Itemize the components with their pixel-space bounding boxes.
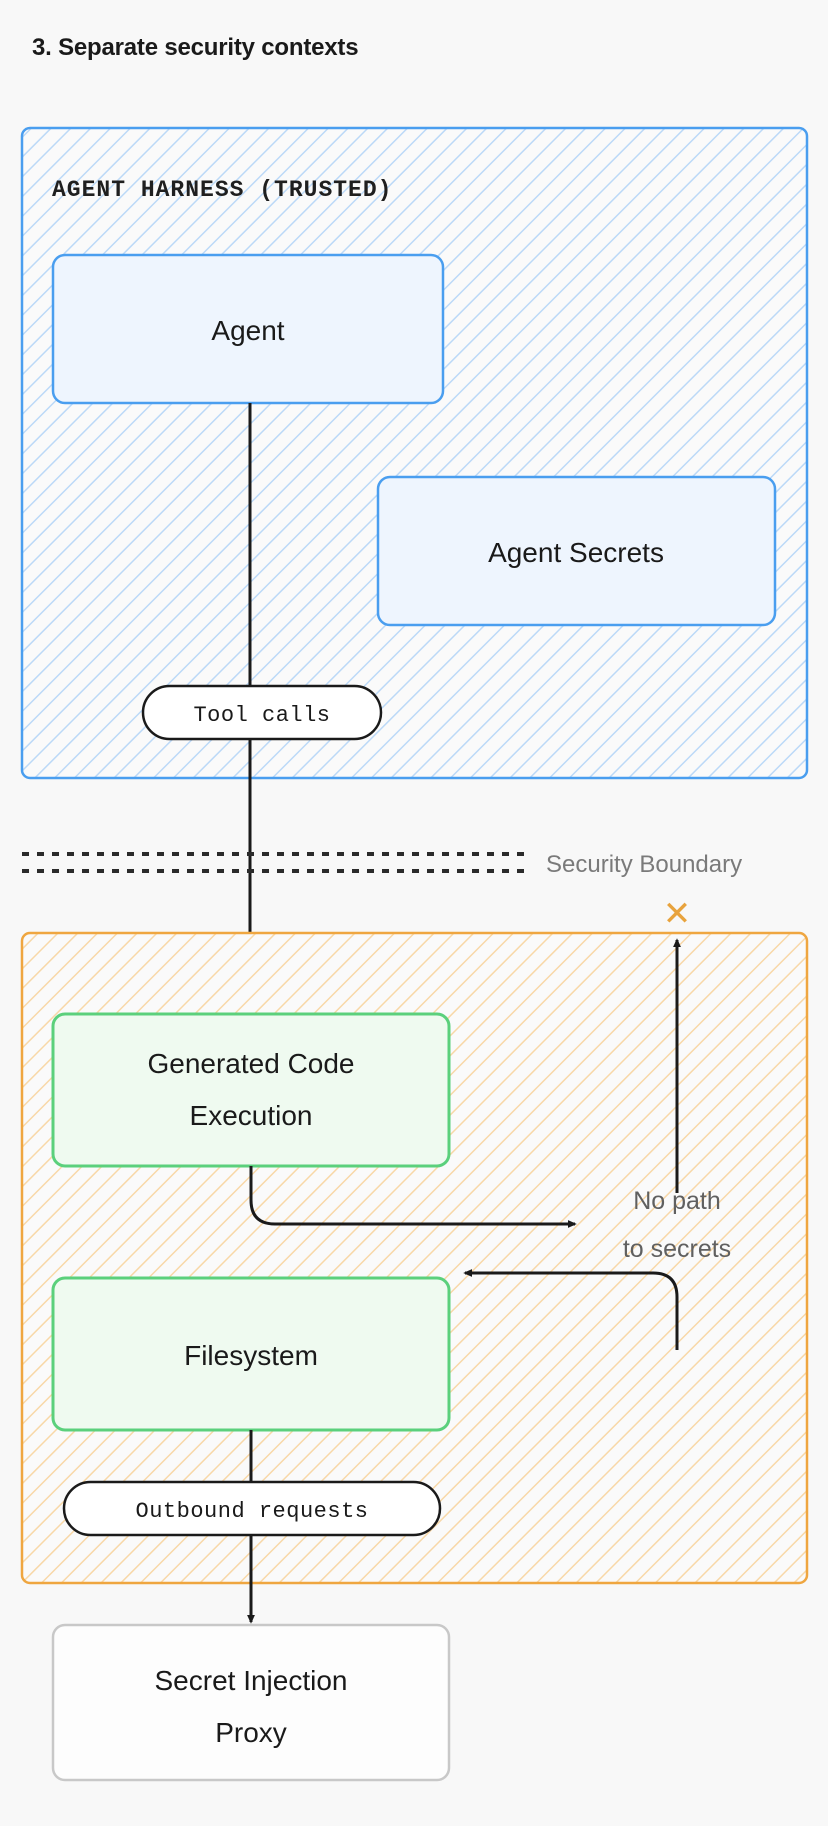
node-agent-secrets-label: Agent Secrets bbox=[488, 537, 664, 568]
trusted-zone-rect bbox=[20, 126, 809, 780]
node-agent-secrets[interactable]: Agent Secrets bbox=[376, 475, 777, 627]
edge-pill-outbound-requests: Outbound requests bbox=[62, 1480, 442, 1537]
blocked-x-icon: ✕ bbox=[663, 895, 692, 933]
edge-code-execution-outward bbox=[249, 1166, 577, 1228]
edge-blocked-to-secrets bbox=[463, 938, 681, 1350]
node-generated-code-execution-label-line1: Generated Code bbox=[147, 1048, 354, 1079]
node-generated-code-execution-rect[interactable] bbox=[51, 1012, 451, 1168]
security-boundary: Security Boundary bbox=[22, 851, 742, 878]
node-agent[interactable]: Agent bbox=[51, 253, 445, 405]
zone-agent-harness-trusted: AGENT HARNESS (TRUSTED) bbox=[20, 126, 809, 780]
node-secret-injection-proxy[interactable]: Secret Injection Proxy bbox=[51, 1623, 451, 1782]
edge-pill-tool-calls: Tool calls bbox=[141, 684, 383, 741]
node-agent-label: Agent bbox=[211, 315, 284, 346]
node-agent-rect[interactable] bbox=[51, 253, 445, 405]
edge-no-path-into-filesystem bbox=[463, 1269, 679, 1350]
node-filesystem[interactable]: Filesystem bbox=[51, 1276, 451, 1432]
annotation-no-path-to-secrets: No path to secrets bbox=[623, 1187, 731, 1263]
outbound-requests-pill-label: Outbound requests bbox=[136, 1499, 369, 1524]
security-boundary-label: Security Boundary bbox=[546, 851, 742, 878]
page-title: 3. Separate security contexts bbox=[32, 34, 359, 61]
outbound-requests-pill-rect bbox=[62, 1480, 442, 1537]
node-secret-injection-proxy-label-line2: Proxy bbox=[215, 1717, 287, 1748]
node-generated-code-execution[interactable]: Generated Code Execution bbox=[51, 1012, 451, 1168]
node-secret-injection-proxy-label-line1: Secret Injection bbox=[155, 1665, 348, 1696]
tool-calls-pill-label: Tool calls bbox=[193, 703, 330, 728]
tool-calls-pill-rect bbox=[141, 684, 383, 741]
node-generated-code-execution-label-line2: Execution bbox=[190, 1100, 313, 1131]
no-path-line-1: No path bbox=[633, 1187, 721, 1215]
edge-code-execution-outward-line bbox=[249, 1166, 577, 1228]
node-agent-secrets-rect[interactable] bbox=[376, 475, 777, 627]
node-secret-injection-proxy-rect[interactable] bbox=[51, 1623, 451, 1782]
trusted-zone-label: AGENT HARNESS (TRUSTED) bbox=[52, 177, 392, 203]
node-filesystem-label: Filesystem bbox=[184, 1340, 318, 1371]
no-path-line-2: to secrets bbox=[623, 1235, 731, 1263]
